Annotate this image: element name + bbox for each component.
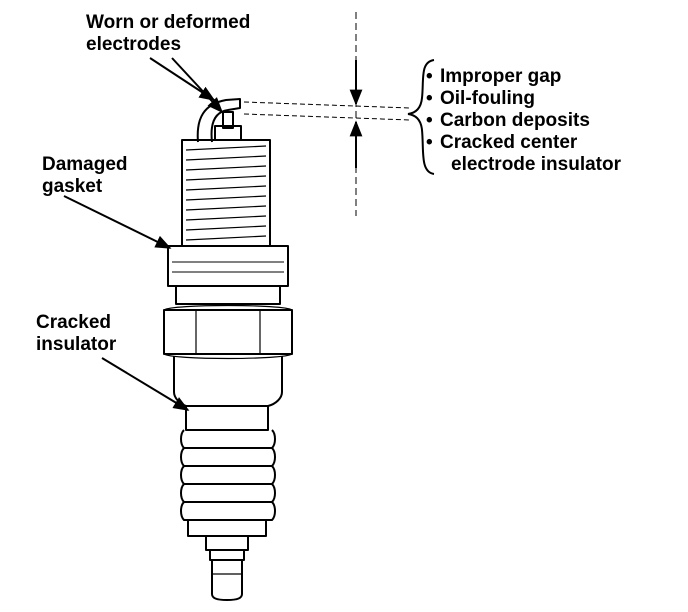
callout-arrows: [64, 58, 224, 410]
center-electrode: [223, 112, 233, 128]
insulator-ribs: [181, 406, 275, 536]
gasket: [168, 246, 288, 286]
label-damaged-gasket: Damaged gasket: [42, 154, 128, 198]
label-cracked-insulator-line2: insulator: [36, 334, 117, 355]
spark-plug: [164, 99, 292, 600]
arrow-to-gasket: [64, 196, 172, 248]
checklist-item-text-continued: electrode insulator: [451, 154, 621, 175]
gap-upper-extension: [244, 102, 410, 108]
bullet-icon: •: [426, 66, 433, 87]
gap-lower-extension: [244, 114, 410, 120]
checklist-item-text: Oil-fouling: [440, 88, 535, 109]
checklist-brace: [408, 60, 434, 174]
label-cracked-insulator: Cracked insulator: [36, 312, 116, 356]
bullet-icon: •: [426, 110, 433, 131]
terminal: [206, 536, 248, 600]
shell-flare: [176, 286, 280, 304]
checklist-item-text: Cracked center: [440, 132, 578, 153]
checklist-item-text: Carbon deposits: [440, 110, 590, 131]
checklist-item: • Oil-fouling: [426, 88, 621, 110]
gap-condition-checklist: • Improper gap • Oil-fouling • Carbon de…: [426, 66, 621, 176]
bullet-icon: •: [426, 88, 433, 109]
upper-shell: [174, 356, 282, 406]
hex-nut: [164, 310, 292, 354]
label-damaged-gasket-line2: gasket: [42, 176, 103, 197]
label-worn-electrodes-line2: electrodes: [86, 34, 182, 55]
checklist-item: • Carbon deposits: [426, 110, 621, 132]
label-worn-electrodes: Worn or deformed electrodes: [86, 12, 250, 56]
arrow-to-insulator: [102, 358, 190, 410]
checklist-item-text: Improper gap: [440, 66, 562, 87]
thread-lines: [186, 146, 266, 240]
label-cracked-insulator-line1: Cracked: [36, 312, 111, 333]
checklist-item: • Improper gap: [426, 66, 621, 88]
ground-electrode: [198, 99, 240, 142]
arrow-to-center-electrode: [172, 58, 224, 114]
checklist-item: • Cracked center electrode insulator: [426, 132, 621, 176]
bullet-icon: •: [426, 132, 433, 153]
label-worn-electrodes-line1: Worn or deformed: [86, 12, 251, 33]
label-damaged-gasket-line1: Damaged: [42, 154, 128, 175]
gap-measurement: [244, 12, 410, 216]
